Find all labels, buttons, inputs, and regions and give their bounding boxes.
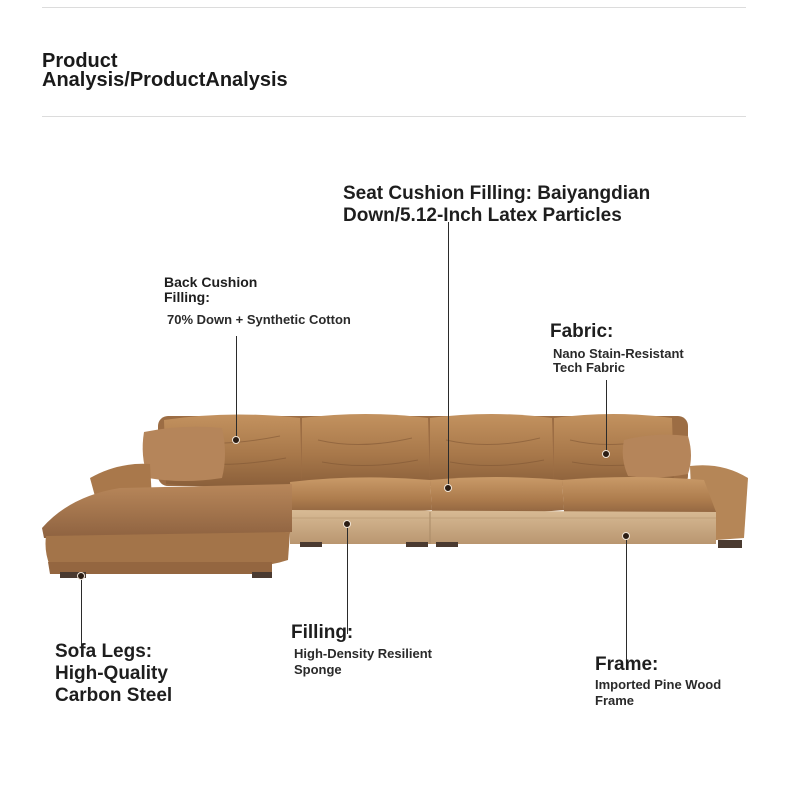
- leg-chaise: [60, 572, 86, 578]
- callout-dot-icon: [232, 436, 240, 444]
- callout-filling: Filling: High-Density Resilient Sponge: [291, 623, 432, 676]
- leader-seat-cushion: [448, 222, 449, 488]
- callout-seat-cushion: Seat Cushion Filling: Baiyangdian Down/5…: [343, 184, 650, 226]
- page-title: Product Analysis/ProductAnalysis: [42, 50, 288, 91]
- sofa-base: [290, 510, 716, 544]
- pillow-right: [622, 434, 691, 478]
- sofa-legs-line-1: Sofa Legs:: [55, 641, 153, 662]
- chaise-cushion: [42, 484, 292, 539]
- top-rule: [42, 7, 746, 8]
- sofa-legs-line-3: Carbon Steel: [55, 685, 173, 706]
- frame-desc-line-2: Frame: [595, 692, 635, 708]
- callout-frame: Frame: Imported Pine Wood Frame: [595, 655, 721, 707]
- leg-left-2: [252, 572, 272, 578]
- callout-fabric: Fabric: Nano Stain-Resistant Tech Fabric: [550, 322, 684, 374]
- leader-back-cushion: [236, 336, 237, 440]
- seat-cushion-1: [290, 477, 432, 514]
- leg-mid-2: [406, 542, 428, 547]
- fabric-desc-line-2: Tech Fabric: [553, 359, 626, 375]
- filling-desc-line-2: Sponge: [294, 661, 342, 677]
- callout-dot-icon: [444, 484, 452, 492]
- frame-desc-line-1: Imported Pine Wood: [595, 676, 722, 692]
- filling-desc-line-1: High-Density Resilient: [294, 645, 432, 661]
- callout-sofa-legs: Sofa Legs: High-Quality Carbon Steel: [55, 641, 172, 707]
- callout-dot-icon: [622, 532, 630, 540]
- leader-sofa-legs: [81, 576, 82, 646]
- callout-back-cushion: Back Cushion Filling: 70% Down + Synthet…: [164, 275, 351, 327]
- seat-cushion-2: [430, 477, 564, 514]
- title-line-1: Product: [42, 50, 118, 72]
- fabric-label: Fabric:: [550, 321, 614, 342]
- pillow-left: [142, 426, 225, 481]
- fabric-desc-line-1: Nano Stain-Resistant: [553, 345, 684, 361]
- filling-label: Filling:: [291, 622, 354, 643]
- back-cushion-label-1: Back Cushion: [164, 274, 258, 290]
- chaise-plinth: [48, 562, 272, 574]
- callout-dot-icon: [77, 572, 85, 580]
- seat-cushion-3: [562, 477, 716, 515]
- header-rule: [42, 116, 746, 117]
- leg-right: [718, 540, 742, 548]
- seat-cushion-line-2: Down/5.12-Inch Latex Particles: [343, 204, 622, 226]
- leg-mid-3: [436, 542, 458, 547]
- title-line-2: Analysis/ProductAnalysis: [42, 69, 288, 91]
- leg-mid-1: [300, 542, 322, 547]
- leader-frame: [626, 536, 627, 662]
- callout-dot-icon: [602, 450, 610, 458]
- back-cushion-label-2: Filling:: [164, 288, 210, 305]
- chaise-base: [45, 532, 290, 566]
- frame-label: Frame:: [595, 654, 659, 675]
- seat-cushion-line-1: Seat Cushion Filling: Baiyangdian: [343, 183, 651, 204]
- leader-fabric: [606, 380, 607, 454]
- back-cushion-2: [302, 414, 430, 487]
- sofa-legs-line-2: High-Quality: [55, 663, 168, 684]
- back-cushion-3: [430, 414, 554, 487]
- back-cushion-desc: 70% Down + Synthetic Cotton: [167, 312, 351, 328]
- leader-filling: [347, 524, 348, 634]
- callout-dot-icon: [343, 520, 351, 528]
